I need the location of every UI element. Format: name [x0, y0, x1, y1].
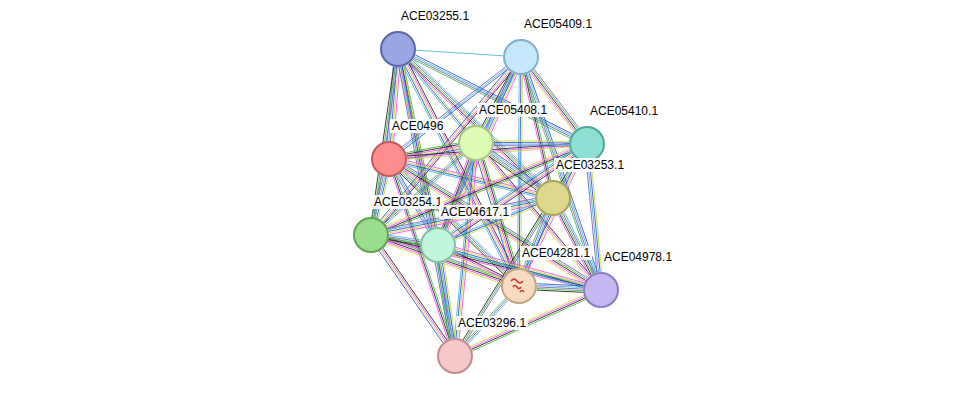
protein-node: ACE03255.1 [380, 31, 416, 67]
evidence-line [494, 142, 569, 144]
evidence-line [441, 263, 453, 338]
evidence-line [528, 216, 549, 270]
evidence-line [416, 50, 503, 56]
protein-node: ACE0496 [371, 141, 407, 177]
protein-node: ACE04978.1 [583, 272, 619, 308]
protein-node: ACE04617.1 [420, 227, 456, 263]
node-label: ACE05409.1 [522, 17, 594, 31]
node-label: ACE03253.1 [554, 158, 626, 172]
protein-node: ACE05408.1 [458, 125, 494, 161]
node-circle [371, 141, 407, 177]
node-circle [380, 31, 416, 67]
protein-node: ACE04281.1 [501, 268, 537, 304]
interaction-edge [438, 262, 456, 338]
node-label: ACE05410.1 [588, 104, 660, 118]
node-circle [420, 227, 456, 263]
evidence-line [389, 205, 536, 235]
node-circle [503, 39, 539, 75]
node-circle [501, 268, 537, 304]
evidence-line [494, 140, 569, 142]
node-circle [353, 217, 389, 253]
node-circle [583, 272, 619, 308]
interaction-edge [453, 252, 503, 280]
evidence-line [560, 215, 591, 275]
evidence-line [494, 144, 569, 146]
node-label: ACE05408.1 [477, 103, 549, 117]
node-circle [458, 125, 494, 161]
evidence-line [379, 251, 443, 342]
node-circle [569, 126, 605, 162]
evidence-line [564, 213, 595, 273]
protein-node: ACE03296.1 [437, 338, 473, 374]
evidence-line [490, 155, 538, 189]
node-label: ACE04978.1 [602, 250, 674, 264]
interaction-edge [559, 213, 596, 276]
node-label: ACE0496 [390, 119, 445, 133]
node-label: ACE03296.1 [456, 316, 528, 330]
interaction-edge [387, 149, 572, 230]
evidence-line [563, 213, 594, 273]
evidence-line [439, 263, 451, 338]
protein-node: ACE05410.1 [569, 126, 605, 162]
interaction-edge [537, 284, 583, 293]
node-label: ACE04617.1 [439, 205, 511, 219]
node-circle [535, 180, 571, 216]
evidence-line [444, 262, 456, 337]
evidence-line [381, 250, 445, 342]
protein-node: ACE03253.1 [535, 180, 571, 216]
node-label: ACE03255.1 [399, 9, 471, 23]
evidence-line [494, 145, 569, 147]
node-label: ACE03254.1 [372, 195, 444, 209]
node-circle [437, 338, 473, 374]
evidence-line [382, 249, 446, 340]
evidence-line [459, 161, 476, 338]
interaction-edge [406, 143, 459, 159]
interaction-edge [416, 50, 503, 56]
interaction-edge [494, 141, 569, 146]
evidence-line [387, 150, 570, 227]
protein-node: ACE03254.1 [353, 217, 389, 253]
evidence-line [438, 263, 450, 338]
evidence-line [537, 290, 583, 292]
evidence-line [442, 263, 454, 338]
protein-node: ACE05409.1 [503, 39, 539, 75]
evidence-line [561, 214, 592, 274]
evidence-line [458, 161, 475, 338]
node-label: ACE04281.1 [520, 246, 592, 260]
